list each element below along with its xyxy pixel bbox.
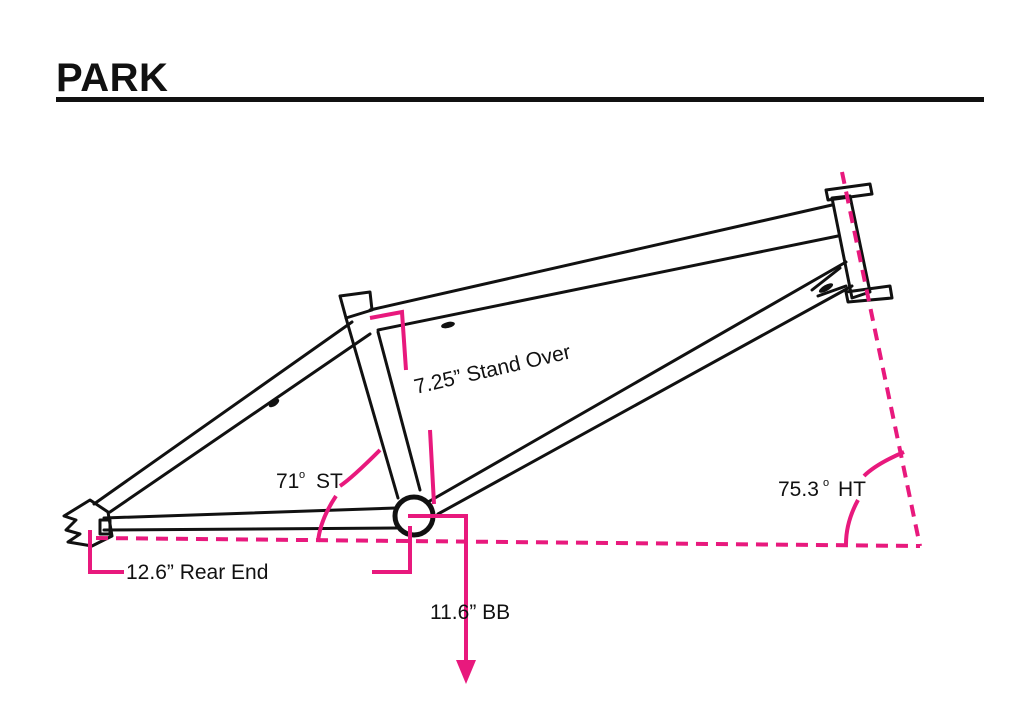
cable-guide: [268, 398, 280, 408]
seat-tube-angle-value: 71: [276, 470, 299, 493]
ground-baseline: [95, 536, 921, 548]
title-underline: [56, 97, 984, 102]
cable-guide: [818, 283, 834, 293]
bb-bracket: [408, 514, 468, 660]
bmx-frame-drawing: [62, 182, 894, 548]
head-tube-cap-bottom: [844, 284, 894, 304]
seat-tube: [344, 316, 422, 500]
top-tube: [368, 203, 840, 332]
measurement-overlay: [88, 171, 922, 684]
head-tube-angle-arc: [844, 450, 905, 545]
stand-over-label: 7.25” Stand Over: [412, 340, 573, 398]
head-tube-angle-suffix: HT: [838, 478, 866, 501]
seat-tube-angle-arc: [316, 448, 382, 543]
bottom-bracket-label: 11.6” BB: [430, 601, 510, 624]
head-tube-cap-top: [824, 182, 874, 202]
cable-guide: [441, 321, 455, 329]
seat-tube-angle-degree: o: [299, 469, 305, 481]
stand-over-bracket: [369, 309, 436, 505]
seat-collar: [338, 290, 374, 320]
seat-tube-angle-suffix: ST: [316, 470, 343, 493]
gusset: [810, 266, 848, 298]
page-title: PARK: [56, 56, 169, 100]
down-tube: [426, 260, 854, 516]
chain-stays: [102, 506, 400, 532]
rear-end-bracket: [88, 526, 412, 574]
head-tube-axis: [840, 171, 922, 547]
seat-stays: [92, 320, 372, 514]
bb-arrow: [456, 660, 476, 684]
head-tube-angle-value: 75.3: [778, 478, 819, 501]
head-tube-angle-degree: o: [823, 477, 829, 489]
rear-end-label: 12.6” Rear End: [126, 561, 268, 584]
dropout-slot: [98, 518, 112, 536]
